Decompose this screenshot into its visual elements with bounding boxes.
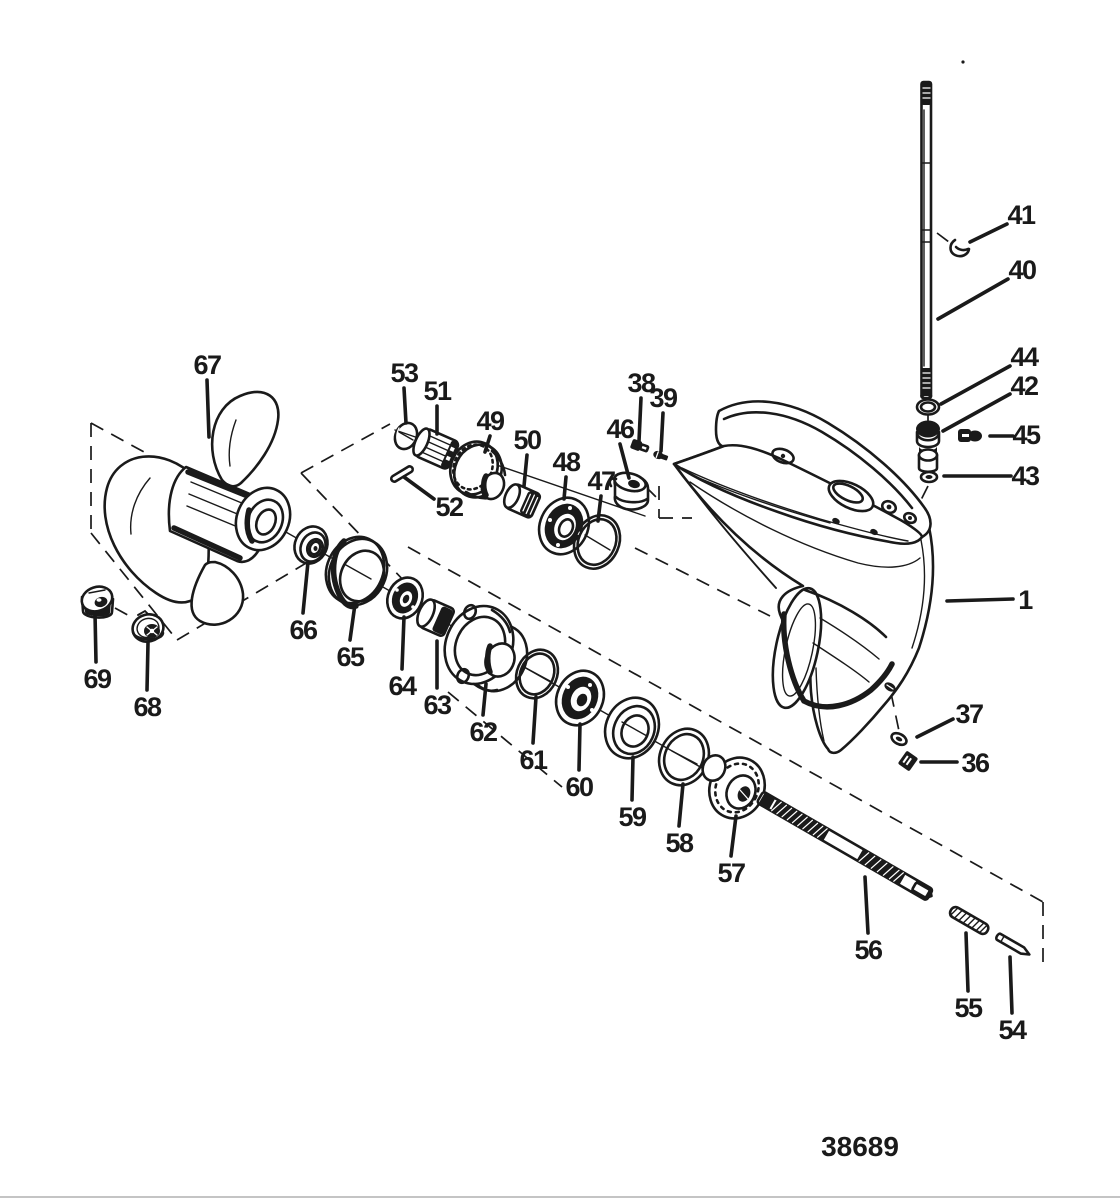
tab-washer — [131, 609, 165, 643]
leader-line-69 — [93, 611, 98, 664]
o-ring-61 — [514, 648, 560, 700]
bearing-60 — [554, 669, 606, 727]
bearing-64 — [385, 576, 425, 620]
leader-line-61 — [531, 695, 538, 745]
pinion-gear-49 — [448, 440, 507, 501]
leader-line-62 — [481, 682, 488, 717]
part-label-45: 45 — [1012, 420, 1041, 450]
washer-44 — [915, 398, 941, 416]
bearing-carrier-62 — [443, 603, 529, 693]
leader-line-57 — [729, 814, 738, 858]
gear-housing — [672, 400, 935, 755]
part-label-39: 39 — [649, 383, 678, 413]
part-label-53: 53 — [390, 358, 419, 388]
bushing-63 — [416, 598, 455, 638]
drive-shaft-clip — [949, 238, 971, 258]
part-label-60: 60 — [565, 772, 593, 802]
part-label-46: 46 — [606, 414, 635, 444]
pin-39 — [653, 450, 669, 461]
part-label-67: 67 — [193, 350, 221, 380]
leader-line-46 — [618, 442, 631, 480]
leader-line-52 — [402, 475, 436, 501]
part-label-61: 61 — [519, 745, 548, 775]
part-label-41: 41 — [1007, 200, 1036, 230]
part-label-1: 1 — [1018, 585, 1033, 615]
leader-line-55 — [964, 931, 970, 993]
leader-line-64 — [400, 615, 406, 671]
part-label-50: 50 — [513, 425, 541, 455]
part-label-36: 36 — [961, 748, 990, 778]
part-label-63: 63 — [423, 690, 452, 720]
leader-line-56 — [863, 875, 870, 935]
leader-line-65 — [348, 602, 357, 642]
thrust-washer-66 — [293, 525, 329, 565]
part-label-49: 49 — [476, 406, 505, 436]
part-label-47: 47 — [587, 466, 615, 496]
leader-line-54 — [1008, 955, 1014, 1015]
leader-line-42 — [941, 392, 1012, 433]
leader-line-59 — [630, 755, 635, 802]
propeller-nut — [80, 585, 115, 619]
leader-line-49 — [483, 434, 492, 454]
part-label-51: 51 — [423, 376, 452, 406]
spring-55 — [948, 905, 990, 936]
drive-shaft — [920, 60, 965, 402]
bearing-48 — [537, 496, 591, 556]
leader-line-48 — [562, 475, 568, 501]
part-label-38: 38 — [627, 368, 656, 398]
leader-line-66 — [301, 560, 310, 615]
part-label-55: 55 — [954, 993, 983, 1023]
clutch-51 — [412, 427, 460, 470]
figure-number: 38689 — [821, 1131, 899, 1162]
o-ring-47 — [572, 514, 622, 570]
leader-line-41 — [968, 222, 1009, 244]
leader-line-38 — [637, 396, 643, 443]
part-label-44: 44 — [1010, 342, 1039, 372]
thrust-hub-65 — [324, 535, 389, 610]
part-label-69: 69 — [83, 664, 112, 694]
oil-seal-59 — [603, 696, 661, 760]
leader-line-58 — [677, 782, 685, 828]
part-label-68: 68 — [133, 692, 162, 722]
part-label-40: 40 — [1008, 255, 1036, 285]
part-label-66: 66 — [289, 615, 318, 645]
part-label-48: 48 — [552, 447, 581, 477]
leader-line-67 — [205, 378, 211, 439]
leader-line-44 — [939, 364, 1012, 406]
bushing-50 — [502, 483, 542, 519]
leader-line-60 — [577, 722, 582, 772]
forward-gear-57 — [701, 754, 767, 820]
leader-line-40 — [936, 277, 1010, 321]
propeller-shaft — [756, 791, 934, 901]
shear-pin-54 — [995, 932, 1031, 956]
leader-line-47 — [596, 494, 603, 523]
washer-37 — [890, 731, 908, 747]
pump-stack-42 — [915, 420, 941, 474]
leader-line-1 — [945, 597, 1015, 603]
shift-cam-46 — [608, 471, 650, 511]
part-label-58: 58 — [665, 828, 694, 858]
part-label-59: 59 — [618, 802, 647, 832]
leader-line-39 — [659, 411, 665, 453]
part-label-56: 56 — [854, 935, 883, 965]
part-label-42: 42 — [1010, 371, 1038, 401]
propeller — [103, 390, 292, 626]
screw-36 — [898, 751, 918, 771]
washer-43 — [919, 470, 939, 484]
leader-line-37 — [915, 717, 955, 739]
part-label-54: 54 — [998, 1015, 1027, 1045]
leader-line-68 — [145, 641, 150, 692]
leader-line-50 — [522, 453, 529, 488]
part-label-57: 57 — [717, 858, 745, 888]
part-label-37: 37 — [955, 699, 983, 729]
part-label-52: 52 — [435, 492, 463, 522]
part-label-65: 65 — [336, 642, 365, 672]
bolt-45 — [958, 429, 982, 442]
leader-line-53 — [402, 386, 408, 425]
part-label-43: 43 — [1011, 461, 1040, 491]
part-label-64: 64 — [388, 671, 417, 701]
part-label-62: 62 — [469, 717, 497, 747]
